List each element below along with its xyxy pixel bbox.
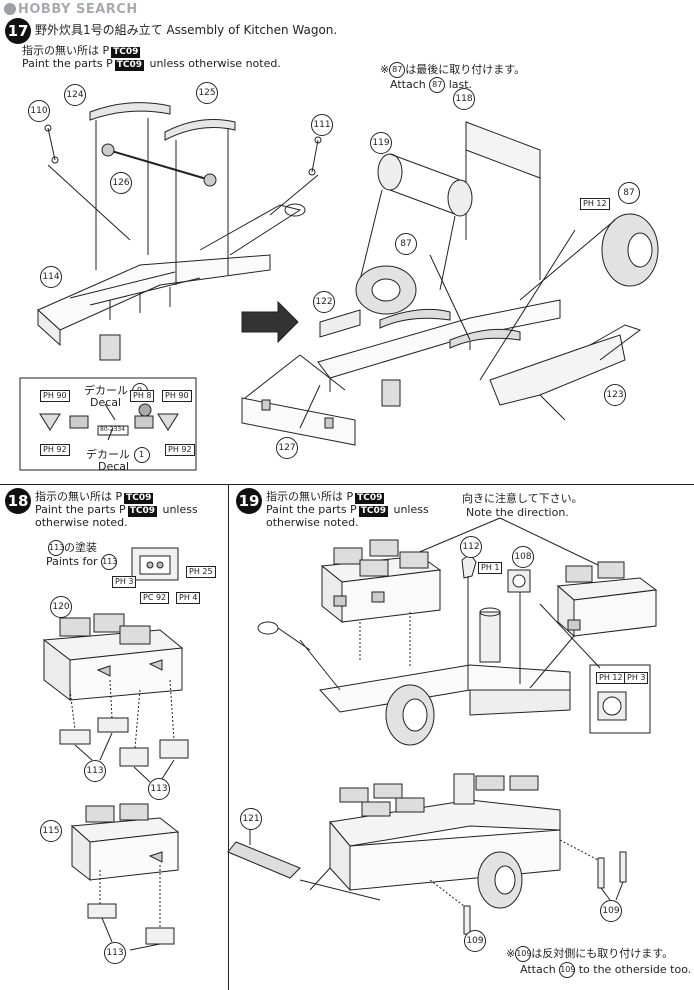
plate-number: 80-2334 — [100, 426, 126, 433]
paint-tag-ph3: PH 3 — [112, 576, 137, 588]
part-122-label: 122 — [313, 291, 335, 313]
step-17-number: 17 — [5, 18, 31, 44]
decal-1-label-en: Decal — [98, 460, 130, 473]
step-19-note-en-line2: otherwise noted. — [266, 516, 359, 529]
direction-note-en: Note the direction. — [466, 506, 569, 519]
other-side-note-en: Attach 109 to the otherside too. — [520, 962, 692, 978]
step-19-number: 19 — [236, 488, 262, 514]
part-113-label-b: 113 — [148, 778, 170, 800]
part-118-label: 118 — [453, 88, 475, 110]
decal-9-label-en: Decal — [90, 396, 122, 409]
paint-tag-ph12: PH 12 — [580, 198, 610, 210]
logo-icon — [4, 3, 16, 15]
part-109-label-right: 109 — [600, 900, 622, 922]
part-108-label: 108 — [512, 546, 534, 568]
decal-1-label-jp: デカール 1 — [86, 447, 150, 463]
paint-tag-ph4: PH 4 — [176, 592, 201, 604]
part-87-label-left: 87 — [395, 233, 417, 255]
step-18-note-en-line2: otherwise noted. — [35, 516, 128, 529]
part-126-label: 126 — [110, 172, 132, 194]
part-111-label: 111 — [311, 114, 333, 136]
paint-tag-ph92-left: PH 92 — [40, 444, 70, 456]
paint-tag-ph92-right: PH 92 — [165, 444, 195, 456]
paint-tag-ph90-left: PH 90 — [40, 390, 70, 402]
paint-tag-ph8: PH 8 — [130, 390, 155, 402]
part-121-label: 121 — [240, 808, 262, 830]
part-124-label: 124 — [64, 84, 86, 106]
paint-tag-ph25: PH 25 — [186, 566, 216, 578]
part-123-label: 123 — [604, 384, 626, 406]
paint-tag-pc92: PC 92 — [140, 592, 170, 604]
section-divider-horizontal — [0, 484, 694, 485]
part-113-label-a: 113 — [84, 760, 106, 782]
other-side-note-jp: ※109は反対側にも取り付けます。 — [506, 946, 674, 962]
attach-last-note-en: Attach 87 last. — [390, 77, 473, 93]
part-110-label: 110 — [28, 100, 50, 122]
part-113-label-c: 113 — [104, 942, 126, 964]
step-17-title: 野外炊具1号の組み立て Assembly of Kitchen Wagon. — [35, 23, 338, 37]
paint-tag-ph3-inset: PH 3 — [624, 672, 649, 684]
paints-for-label-en: Paints for 113 — [46, 554, 118, 570]
part-87-label-right: 87 — [618, 182, 640, 204]
paint-tag-ph1: PH 1 — [478, 562, 503, 574]
paints-for-label-jp: 113の塗装 — [48, 540, 97, 556]
step-18-number: 18 — [5, 488, 31, 514]
paint-tag-ph12-inset: PH 12 — [596, 672, 626, 684]
part-109-label-bottom: 109 — [464, 930, 486, 952]
part-120-label: 120 — [50, 596, 72, 618]
part-114-label: 114 — [40, 266, 62, 288]
direction-note-jp: 向きに注意して下さい。 — [462, 492, 583, 505]
part-127-label: 127 — [276, 437, 298, 459]
part-112-label: 112 — [460, 536, 482, 558]
part-125-label: 125 — [196, 82, 218, 104]
logo-text: HOBBY SEARCH — [18, 2, 138, 17]
paint-tag-ph90-right: PH 90 — [162, 390, 192, 402]
section-divider-vertical — [228, 484, 229, 990]
part-115-label: 115 — [40, 820, 62, 842]
part-119-label: 119 — [370, 132, 392, 154]
